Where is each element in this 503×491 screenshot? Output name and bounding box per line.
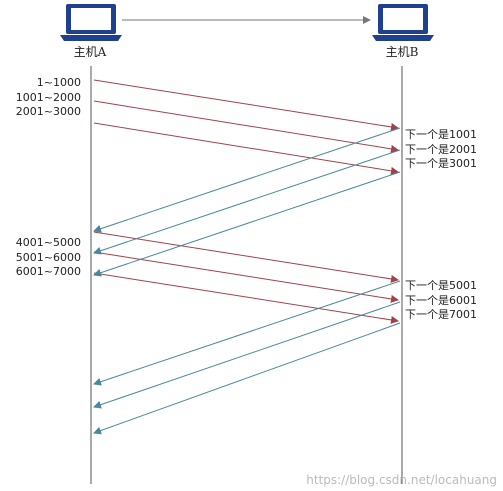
ack-label-2: 下一个是2001	[405, 143, 477, 156]
ack-arrow-5	[93, 301, 401, 409]
data-arrow-6	[93, 272, 399, 324]
ack-arrow-1	[93, 127, 401, 233]
ack-arrow-6	[93, 322, 401, 435]
data-arrow-4	[93, 231, 399, 283]
seq-label-3: 2001~3000	[16, 105, 81, 118]
seq-label-5: 5001~6000	[16, 251, 81, 264]
ack-arrow-4	[93, 280, 401, 386]
ack-label-4: 下一个是5001	[405, 279, 477, 292]
laptop-icon-host-a	[60, 4, 122, 41]
seq-label-2: 1001~2000	[16, 91, 81, 104]
data-arrow-2	[93, 100, 399, 153]
seq-label-4: 4001~5000	[16, 236, 81, 249]
watermark: https://blog.csdn.net/locahuang	[306, 473, 497, 487]
data-arrow-5	[93, 251, 399, 303]
host-b-label: 主机B	[386, 45, 419, 59]
ack-arrow-3	[93, 171, 401, 277]
ack-label-1: 下一个是1001	[405, 128, 477, 141]
ack-label-3: 下一个是3001	[405, 157, 477, 170]
ack-arrow-2	[93, 149, 401, 255]
laptop-icon-host-b	[372, 4, 434, 41]
ack-label-5: 下一个是6001	[405, 294, 477, 307]
host-a-label: 主机A	[74, 45, 107, 59]
ack-label-6: 下一个是7001	[405, 308, 477, 321]
seq-label-6: 6001~7000	[16, 265, 81, 278]
data-arrow-3	[93, 122, 399, 175]
data-arrow-1	[93, 79, 399, 131]
seq-label-1: 1~1000	[37, 76, 81, 89]
